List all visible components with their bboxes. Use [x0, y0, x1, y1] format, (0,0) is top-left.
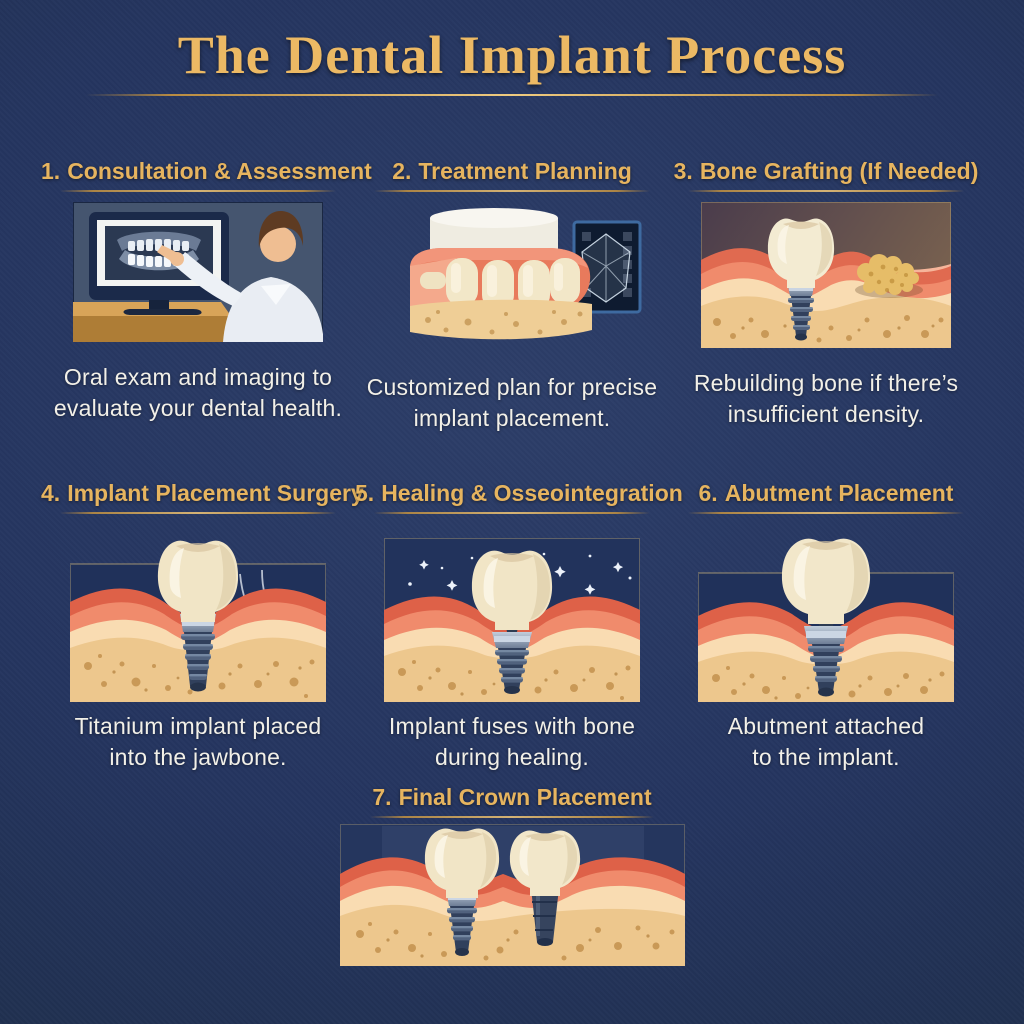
dental-model-with-3d-scan-screen-illustration: [355, 202, 669, 352]
steps-row-1: 1.Consultation & Assessment: [0, 158, 1024, 434]
step-6-caption: Abutment attached to the implant.: [669, 711, 983, 773]
implant-screw-icon: [804, 626, 848, 697]
step-3-number: 3.: [673, 158, 693, 184]
abutment-scene-icon: [698, 538, 954, 702]
step-2-caption: Customized plan for precise implant plac…: [355, 372, 669, 434]
teeth-icon: [445, 258, 580, 310]
step-2-number: 2.: [392, 158, 412, 184]
implant-screw-icon: [787, 282, 815, 341]
title-underline: [86, 94, 938, 96]
second-tooth-crown-icon: [509, 830, 580, 896]
step-1-underline: [59, 190, 337, 192]
step-card-5: 5.Healing & Osseointegration: [355, 480, 683, 773]
bone-base-icon: [409, 299, 592, 340]
step-5-heading: 5.Healing & Osseointegration: [355, 480, 683, 506]
step-7-number: 7.: [372, 784, 392, 810]
caption-line-1: Titanium implant placed: [74, 713, 322, 739]
page-title: The Dental Implant Process: [177, 25, 847, 85]
bone-graft-scene-icon: [701, 202, 951, 348]
step-7-title: Final Crown Placement: [398, 784, 652, 810]
consultation-scene-icon: [73, 202, 323, 342]
abutment-post-icon: [530, 888, 559, 946]
step-6-heading: 6.Abutment Placement: [669, 480, 983, 506]
step-4-heading: 4.Implant Placement Surgery: [41, 480, 364, 506]
step-card-7: 7.Final Crown Placement: [297, 784, 727, 966]
step-1-caption: Oral exam and imaging to evaluate your d…: [41, 362, 355, 424]
step-card-3: 3.Bone Grafting (If Needed): [669, 158, 983, 434]
caption-line-2: into the jawbone.: [109, 744, 287, 770]
steps-row-3: 7.Final Crown Placement: [0, 784, 1024, 966]
step-4-number: 4.: [41, 480, 61, 506]
implant-cross-section-with-bone-graft-illustration: [669, 202, 983, 348]
steps-row-2: 4.Implant Placement Surgery: [0, 480, 1024, 773]
caption-line-1: Rebuilding bone if there’s: [693, 370, 959, 396]
caption-line-2: during healing.: [435, 744, 589, 770]
step-3-caption: Rebuilding bone if there’s insufficient …: [669, 368, 983, 430]
treatment-planning-icon: [409, 208, 641, 340]
step-4-title: Implant Placement Surgery: [67, 480, 364, 506]
caption-line-1: Abutment attached: [727, 713, 925, 739]
implant-healing-with-stars-illustration: [355, 538, 669, 702]
titanium-implant-in-jawbone-illustration: [41, 538, 355, 702]
implant-screw-icon: [180, 614, 216, 692]
abutment-on-implant-illustration: [669, 538, 983, 702]
step-5-underline: [373, 512, 651, 514]
step-3-heading: 3.Bone Grafting (If Needed): [669, 158, 983, 184]
step-card-2: 2.Treatment Planning: [355, 158, 669, 434]
step-1-heading: 1.Consultation & Assessment: [41, 158, 372, 184]
caption-line-2: implant placement.: [413, 405, 611, 431]
caption-line-1: Customized plan for precise: [366, 374, 658, 400]
step-6-number: 6.: [698, 480, 718, 506]
tooth-crown-icon: [781, 538, 871, 624]
step-4-underline: [59, 512, 337, 514]
step-card-1: 1.Consultation & Assessment: [41, 158, 372, 434]
step-7-heading: 7.Final Crown Placement: [297, 784, 727, 810]
healing-scene-icon: [384, 538, 640, 702]
step-1-number: 1.: [41, 158, 61, 184]
dentist-reviewing-xray-on-monitor-illustration: [41, 202, 355, 342]
jawbone-icon: [701, 296, 951, 348]
caption-line-2: evaluate your dental health.: [53, 395, 343, 421]
step-6-underline: [687, 512, 965, 514]
step-5-number: 5.: [355, 480, 375, 506]
step-6-title: Abutment Placement: [724, 480, 954, 506]
step-2-title: Treatment Planning: [418, 158, 632, 184]
step-5-title: Healing & Osseointegration: [381, 480, 683, 506]
caption-line-2: insufficient density.: [727, 401, 925, 427]
step-card-4: 4.Implant Placement Surgery: [41, 480, 364, 773]
caption-line-1: Oral exam and imaging to: [63, 364, 333, 390]
step-1-title: Consultation & Assessment: [67, 158, 372, 184]
jawbone-icon: [339, 904, 685, 966]
step-3-title: Bone Grafting (If Needed): [699, 158, 979, 184]
scan-screen-icon: [572, 220, 641, 314]
tooth-crown-icon: [424, 828, 499, 898]
step-7-underline: [370, 816, 654, 818]
caption-line-2: to the implant.: [752, 744, 900, 770]
bone-graft-icon: [855, 254, 923, 298]
step-card-6: 6.Abutment Placement: [669, 480, 983, 773]
step-5-caption: Implant fuses with bone during healing.: [355, 711, 669, 773]
step-2-heading: 2.Treatment Planning: [355, 158, 669, 184]
step-2-underline: [373, 190, 651, 192]
caption-line-1: Implant fuses with bone: [388, 713, 636, 739]
step-4-caption: Titanium implant placed into the jawbone…: [41, 711, 355, 773]
monitor-icon: [89, 212, 229, 315]
implant-placement-scene-icon: [70, 540, 326, 702]
final-crown-scene-icon: [339, 824, 685, 966]
two-implant-crowns-illustration: [297, 824, 727, 966]
tooth-crown-icon: [471, 550, 553, 630]
title-block: The Dental Implant Process: [0, 26, 1024, 96]
dentist-icon: [157, 210, 323, 342]
step-3-underline: [687, 190, 965, 192]
tooth-crown-icon: [767, 218, 835, 288]
tooth-crown-icon: [157, 540, 239, 622]
